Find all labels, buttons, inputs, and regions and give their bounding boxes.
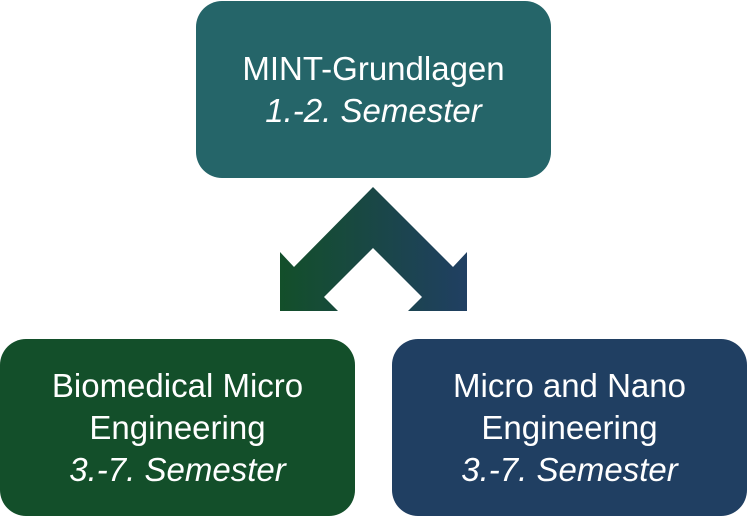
box-semester: 1.-2. Semester (265, 91, 482, 129)
box-title-line-2: Engineering (89, 408, 266, 446)
box-title-line-1: Micro and Nano (453, 366, 686, 404)
box-title: MINT-Grundlagen (242, 49, 505, 87)
box-title-line-1: Biomedical Micro (51, 366, 304, 404)
mint-basics-box: MINT-Grundlagen 1.-2. Semester (196, 1, 551, 178)
box-title-line-2: Engineering (481, 408, 658, 446)
micro-and-nano-engineering-box: Micro and Nano Engineering 3.-7. Semeste… (392, 339, 747, 516)
box-semester: 3.-7. Semester (461, 450, 678, 488)
box-semester: 3.-7. Semester (69, 450, 286, 488)
biomedical-micro-engineering-box: Biomedical Micro Engineering 3.-7. Semes… (0, 339, 355, 516)
chevron-split-arrow-icon (280, 187, 467, 311)
